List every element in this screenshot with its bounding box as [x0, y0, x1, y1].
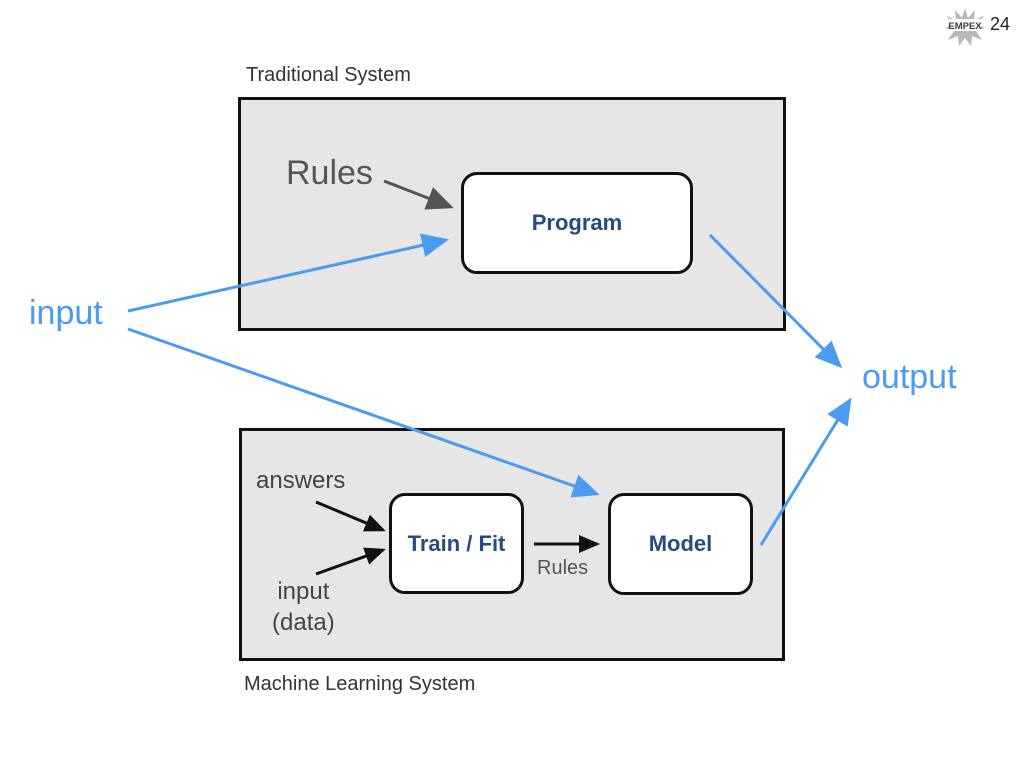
model-node: Model [608, 493, 753, 595]
input-to-program-arrow [127, 233, 449, 313]
input-to-model-arrow [127, 327, 600, 498]
page-number: 24 [990, 14, 1011, 34]
ml-system-caption: Machine Learning System [244, 673, 476, 695]
input-data-to-train-arrow [315, 547, 386, 576]
train-fit-node: Train / Fit [389, 493, 524, 594]
input-data-label: input (data) [272, 576, 335, 638]
svg-text:EMPEX: EMPEX [948, 21, 982, 32]
input-data-line1: input [277, 578, 330, 605]
ml-rules-label: Rules [537, 557, 589, 579]
empex-logo-icon: EMPEX [945, 8, 985, 46]
rules-to-program-arrow [383, 179, 454, 210]
program-to-output-arrow [708, 233, 843, 369]
input-label: input [29, 294, 103, 332]
output-label: output [862, 358, 957, 396]
program-node: Program [461, 172, 693, 274]
answers-to-train-arrow [315, 500, 386, 532]
traditional-system-caption: Traditional System [246, 64, 411, 86]
rules-label: Rules [286, 154, 373, 192]
answers-label: answers [256, 467, 346, 494]
input-data-line2: (data) [272, 609, 335, 636]
model-to-output-arrow [759, 397, 852, 546]
